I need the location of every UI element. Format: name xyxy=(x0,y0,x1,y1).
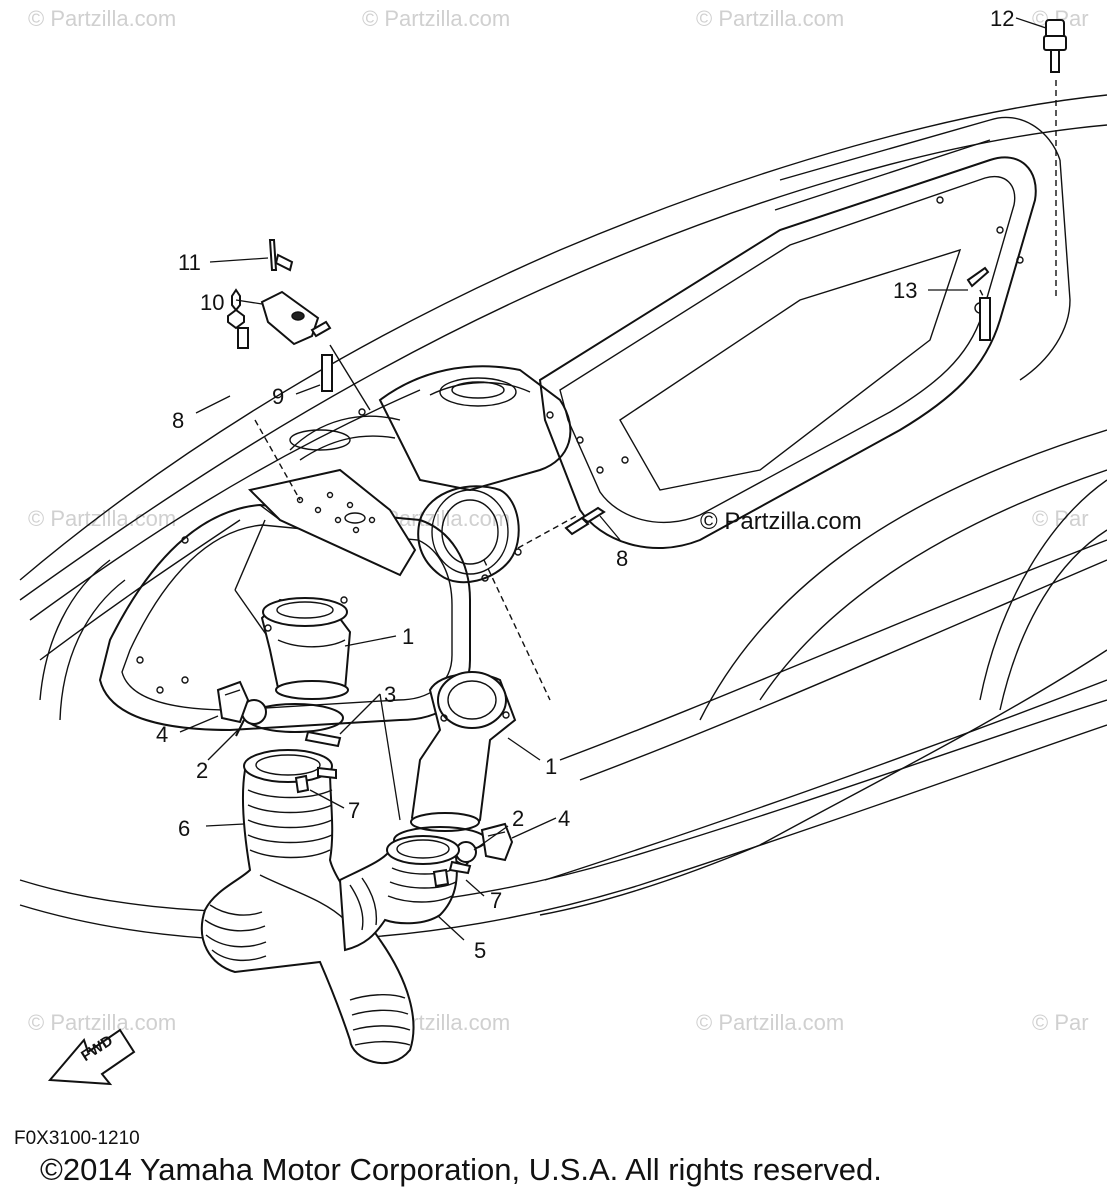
callout-1: 1 xyxy=(402,624,415,649)
hull-outline xyxy=(19,94,1107,942)
corrugated-hose-6 xyxy=(200,749,415,1065)
mounting-plate xyxy=(248,468,417,577)
rivet-8-left xyxy=(227,288,249,349)
leader-lines xyxy=(179,17,1047,941)
watermark: © Partzilla.com xyxy=(696,1010,845,1035)
console xyxy=(289,365,572,584)
callout-4: 4 xyxy=(558,806,571,831)
callout-5: 5 xyxy=(474,938,487,963)
hose-holder-right xyxy=(480,822,514,862)
callout-9: 9 xyxy=(272,384,285,409)
corrugated-hose-5 xyxy=(338,835,460,952)
callout-11: 11 xyxy=(178,250,201,275)
callout-7: 7 xyxy=(490,888,503,913)
callout-4: 4 xyxy=(156,722,169,747)
watermark: © Par xyxy=(1032,1010,1089,1035)
watermark: © Partzilla.com xyxy=(28,1010,177,1035)
watermark: © Partzilla.com xyxy=(28,506,177,531)
callout-1: 1 xyxy=(545,754,558,779)
bracket-10 xyxy=(260,290,332,346)
callout-10: 10 xyxy=(200,290,225,315)
callout-6: 6 xyxy=(178,816,191,841)
assembly-lines xyxy=(234,80,1057,701)
callout-13: 13 xyxy=(893,278,918,303)
rivet-8-right xyxy=(564,506,606,536)
deck-opening xyxy=(538,116,1071,549)
pin-9 xyxy=(321,354,333,392)
callout-2: 2 xyxy=(512,806,525,831)
band-clamp-7-right xyxy=(432,860,472,888)
bolt-12 xyxy=(1043,19,1067,73)
pin-13 xyxy=(966,266,991,341)
callout-7: 7 xyxy=(348,798,361,823)
callout-8: 8 xyxy=(172,408,185,433)
drawing-code: F0X3100-1210 xyxy=(14,1128,140,1149)
callout-2: 2 xyxy=(196,758,209,783)
fwd-arrow-icon xyxy=(47,1028,136,1086)
copyright-notice: ©2014 Yamaha Motor Corporation, U.S.A. A… xyxy=(40,1152,882,1187)
air-duct-elbow-right xyxy=(410,671,517,832)
hose-clip-left xyxy=(235,699,267,737)
callout-12: 12 xyxy=(990,6,1015,31)
front-compartment xyxy=(98,503,471,732)
screw-11 xyxy=(268,239,294,272)
callout-3: 3 xyxy=(384,682,397,707)
watermark: © Partzilla.com xyxy=(696,6,845,31)
band-clamp-7-left xyxy=(294,766,337,794)
air-duct-elbow-left xyxy=(260,596,352,700)
partzilla-mark: © Partzilla.com xyxy=(700,508,862,535)
watermark: © Partzilla.com xyxy=(362,6,511,31)
hose-holder-left xyxy=(216,680,250,724)
watermark: © Partzilla.com xyxy=(28,6,177,31)
callout-8: 8 xyxy=(616,546,629,571)
watermark: © Par xyxy=(1032,506,1089,531)
